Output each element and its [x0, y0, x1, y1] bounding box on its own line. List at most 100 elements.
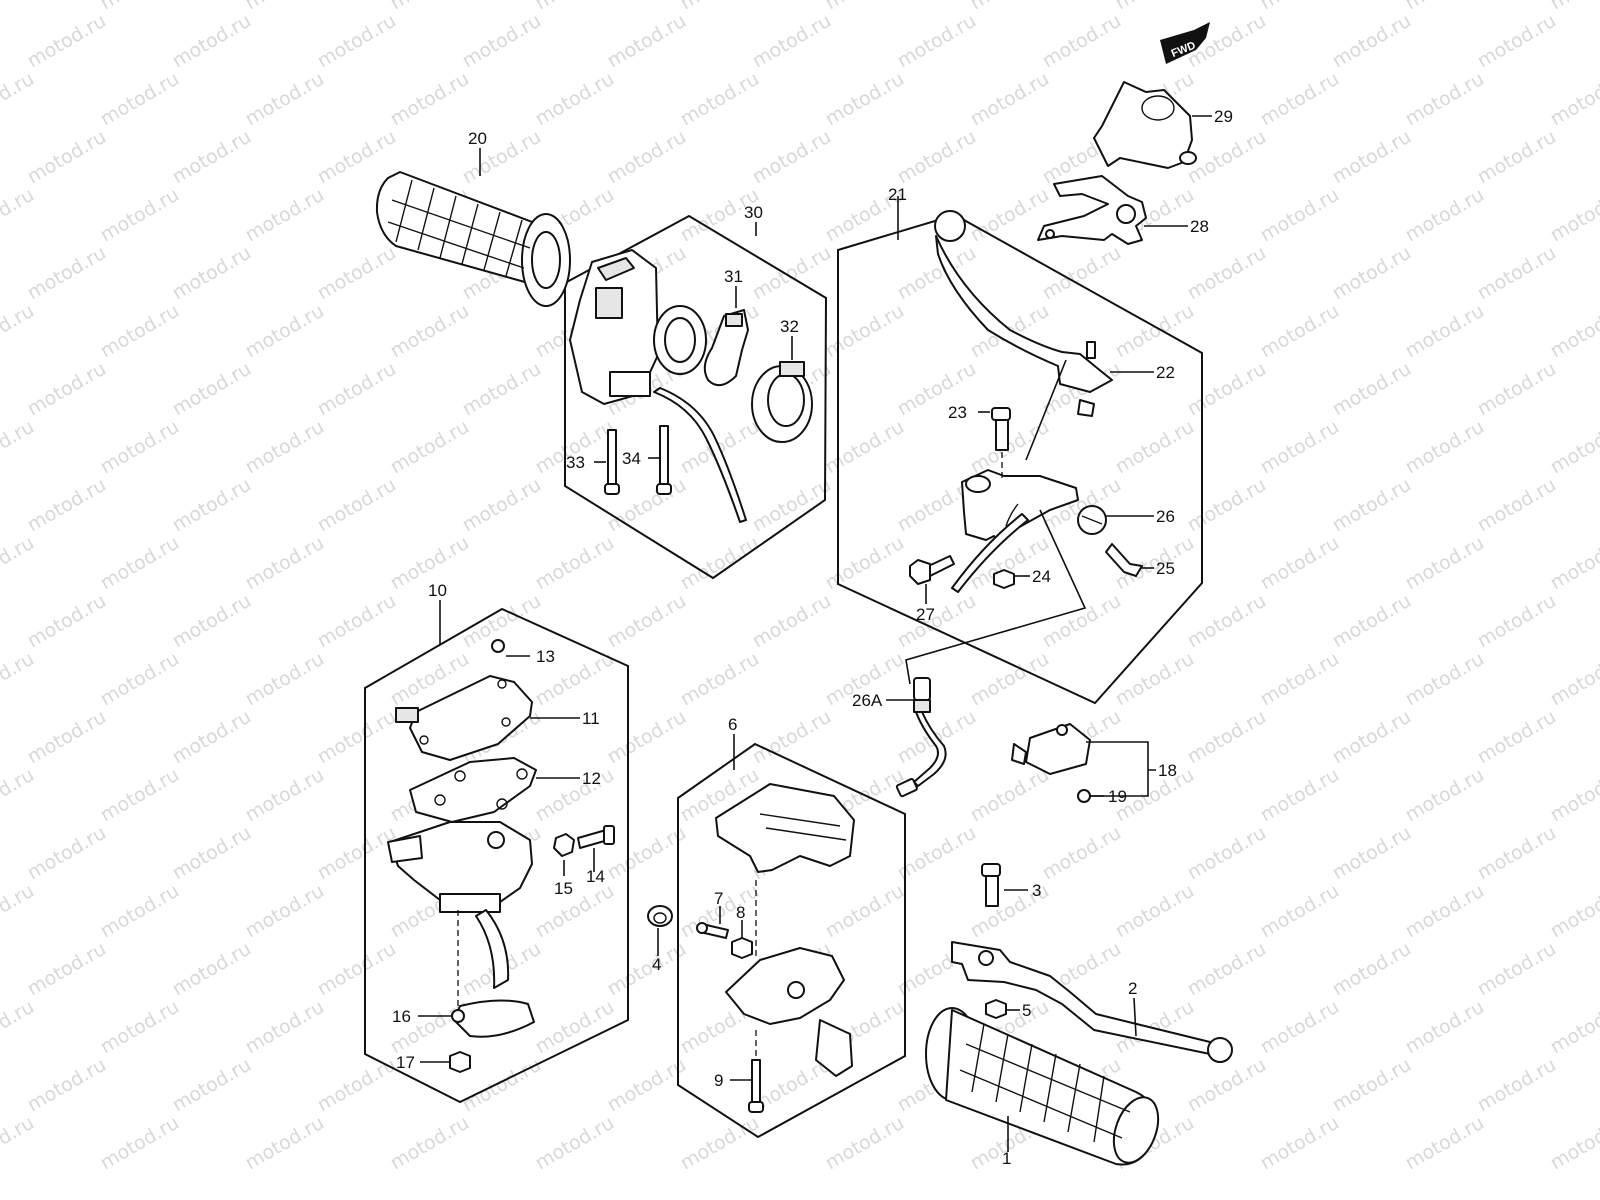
- watermark-text: motod.ru: [97, 648, 183, 711]
- watermark-text: motod.ru: [1257, 416, 1343, 479]
- watermark-text: motod.ru: [24, 822, 110, 885]
- callout-31: 31: [724, 267, 743, 286]
- part-33-screw: [604, 429, 620, 495]
- watermark-text: motod.ru: [532, 996, 618, 1059]
- watermark-text: motod.ru: [1184, 1054, 1270, 1117]
- watermark-text: motod.ru: [0, 184, 38, 247]
- watermark-text: motod.ru: [1547, 68, 1600, 131]
- watermark-text: motod.ru: [1112, 416, 1198, 479]
- watermark-text: motod.ru: [242, 996, 328, 1059]
- callout-12: 12: [582, 769, 601, 788]
- watermark-text: motod.ru: [1257, 0, 1343, 14]
- watermark-text: motod.ru: [1402, 648, 1488, 711]
- part-29-cover: [1093, 81, 1197, 169]
- callout-18: 18: [1158, 761, 1177, 780]
- watermark-text: motod.ru: [24, 1054, 110, 1117]
- watermark-text: motod.ru: [314, 590, 400, 653]
- callout-30: 30: [744, 203, 763, 222]
- callout-29: 29: [1214, 107, 1233, 126]
- callout-2: 2: [1128, 979, 1137, 998]
- callout-14: 14: [586, 867, 605, 886]
- callout-11: 11: [582, 709, 600, 728]
- watermark-text: motod.ru: [532, 880, 618, 943]
- watermark-text: motod.ru: [532, 1112, 618, 1175]
- watermark-text: motod.ru: [1402, 300, 1488, 363]
- callout-22: 22: [1156, 363, 1175, 382]
- part-32-ring: [751, 361, 813, 443]
- watermark-text: motod.ru: [169, 126, 255, 189]
- watermark-text: motod.ru: [0, 532, 38, 595]
- watermark-text: motod.ru: [97, 532, 183, 595]
- watermark-text: motod.ru: [822, 532, 908, 595]
- watermark-text: motod.ru: [97, 880, 183, 943]
- watermark-text: motod.ru: [387, 1112, 473, 1175]
- part-1-right-grip: [925, 1007, 1160, 1166]
- part-26-switch: [1077, 505, 1107, 535]
- watermark-text: motod.ru: [604, 706, 690, 769]
- callout-10: 10: [428, 581, 447, 600]
- watermark-text: motod.ru: [967, 0, 1053, 14]
- watermark-text: motod.ru: [169, 1054, 255, 1117]
- watermark-text: motod.ru: [387, 0, 473, 14]
- watermark-text: motod.ru: [387, 300, 473, 363]
- callout-32: 32: [780, 317, 799, 336]
- bracket-18: [1086, 741, 1156, 797]
- watermark-text: motod.ru: [459, 10, 545, 73]
- watermark-text: motod.ru: [1474, 706, 1560, 769]
- watermark-text: motod.ru: [242, 764, 328, 827]
- watermark-text: motod.ru: [1474, 590, 1560, 653]
- watermark-text: motod.ru: [0, 880, 38, 943]
- watermark-text: motod.ru: [459, 1054, 545, 1117]
- callout-34: 34: [622, 449, 641, 468]
- part-5-nut: [985, 999, 1007, 1019]
- watermark-text: motod.ru: [1257, 1112, 1343, 1175]
- watermark-text: motod.ru: [532, 68, 618, 131]
- watermark-text: motod.ru: [677, 68, 763, 131]
- callout-27: 27: [916, 605, 935, 624]
- watermark-text: motod.ru: [1329, 242, 1415, 305]
- part-15-nut: [553, 833, 575, 857]
- watermark-text: motod.ru: [1257, 880, 1343, 943]
- watermark-text: motod.ru: [24, 358, 110, 421]
- watermark-text: motod.ru: [1474, 358, 1560, 421]
- callout-1: 1: [1002, 1149, 1011, 1168]
- watermark-text: motod.ru: [97, 184, 183, 247]
- watermark-text: motod.ru: [0, 764, 38, 827]
- watermark-text: motod.ru: [967, 648, 1053, 711]
- watermark-text: motod.ru: [314, 706, 400, 769]
- watermark-text: motod.ru: [1547, 996, 1600, 1059]
- watermark-text: motod.ru: [1257, 648, 1343, 711]
- part-30-switch-housing: [569, 249, 747, 523]
- watermark-text: motod.ru: [1184, 474, 1270, 537]
- watermark-text: motod.ru: [1474, 1054, 1560, 1117]
- watermark-text: motod.ru: [1184, 358, 1270, 421]
- part-7-screw: [696, 922, 729, 939]
- watermark-text: motod.ru: [749, 590, 835, 653]
- watermark-text: motod.ru: [24, 938, 110, 1001]
- watermark-text: motod.ru: [242, 1112, 328, 1175]
- watermark-text: motod.ru: [1547, 764, 1600, 827]
- watermark-text: motod.ru: [822, 1112, 908, 1175]
- watermark-text: motod.ru: [314, 1054, 400, 1117]
- watermark-text: motod.ru: [0, 996, 38, 1059]
- part-23-pivot-bolt: [991, 407, 1011, 451]
- watermark-text: motod.ru: [532, 532, 618, 595]
- watermark-text: motod.ru: [1257, 300, 1343, 363]
- callout-26a: 26A: [852, 691, 883, 710]
- callout-23: 23: [948, 403, 967, 422]
- watermark-text: motod.ru: [1329, 126, 1415, 189]
- callout-16: 16: [392, 1007, 411, 1026]
- watermark-text: motod.ru: [169, 474, 255, 537]
- watermark-text: motod.ru: [1402, 68, 1488, 131]
- watermark-text: motod.ru: [822, 416, 908, 479]
- callout-3: 3: [1032, 881, 1041, 900]
- part-11-cover: [395, 675, 533, 761]
- part-4-ring: [647, 905, 673, 927]
- callout-labels: 1 2 3 4 5 6 7 8 9 10 11 12 13 14 15 16 1…: [392, 107, 1233, 1168]
- watermark-text: motod.ru: [314, 474, 400, 537]
- watermark-text: motod.ru: [169, 358, 255, 421]
- watermark-text: motod.ru: [387, 68, 473, 131]
- watermark-text: motod.ru: [242, 0, 328, 14]
- watermark-text: motod.ru: [242, 68, 328, 131]
- watermark-text: motod.ru: [24, 126, 110, 189]
